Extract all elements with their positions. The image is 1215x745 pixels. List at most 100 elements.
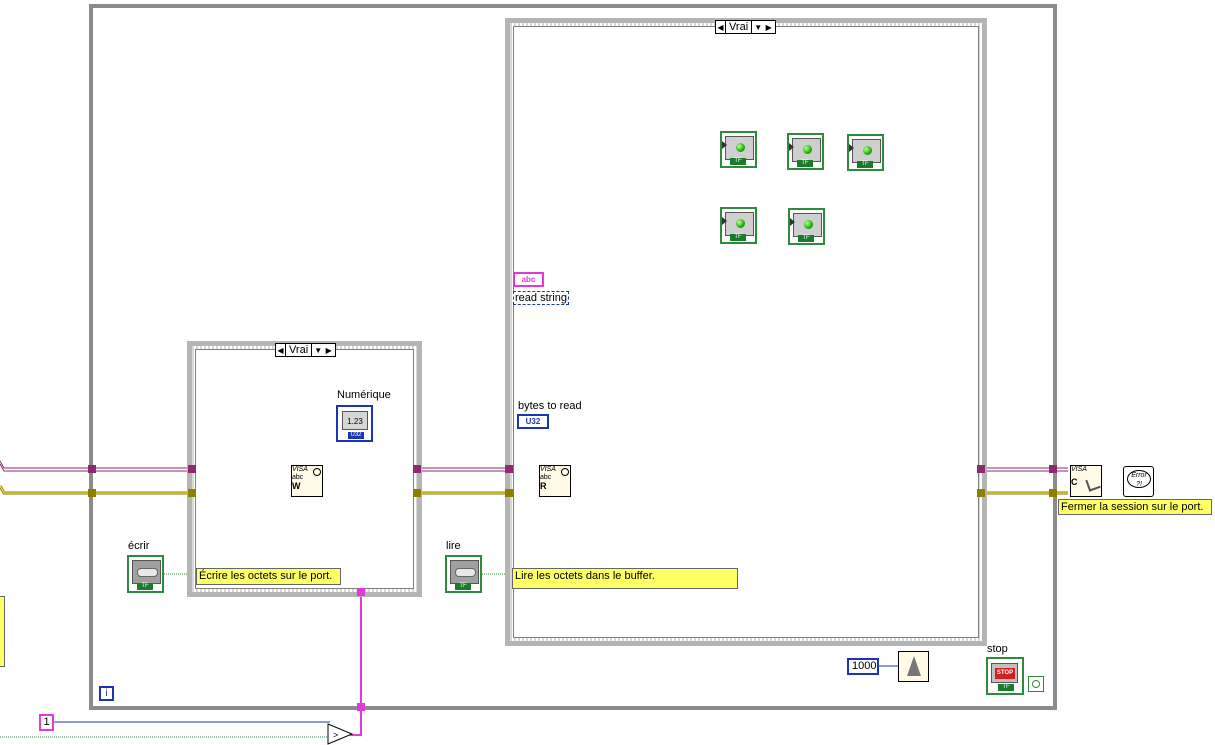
tunnel-error: [413, 489, 421, 497]
metronome-icon: [907, 656, 921, 676]
tf-badge: TF: [455, 583, 471, 590]
terminal-arrow-icon: [849, 144, 854, 152]
comment-close: Fermer la session sur le port.: [1058, 499, 1212, 515]
read-letter: R: [540, 481, 547, 491]
prev-case-icon[interactable]: ◀: [717, 22, 724, 32]
wait-ms-node[interactable]: [898, 651, 929, 682]
case-selector-value: Vrai: [285, 344, 313, 356]
compare-node[interactable]: >: [327, 723, 354, 745]
switch-face: [450, 560, 479, 584]
tf-badge: TF: [798, 235, 814, 242]
terminal-arrow-icon: [789, 143, 794, 151]
visa-close-node[interactable]: VISA C: [1070, 465, 1102, 497]
stop-button[interactable]: STOP TF: [986, 657, 1024, 695]
led-indicator-4[interactable]: TF: [720, 207, 757, 244]
prev-case-icon[interactable]: ◀: [277, 345, 284, 355]
numeric-display: 1.23: [342, 411, 368, 430]
u32-badge-text: U32: [350, 432, 362, 438]
chevron-down-icon[interactable]: ▼: [314, 345, 323, 355]
u32-badge: U32: [348, 432, 364, 439]
led-face: [852, 139, 881, 163]
comment-write: Écrire les octets sur le port.: [196, 568, 341, 585]
comment-read: Lire les octets dans le buffer.: [512, 568, 738, 589]
case-selector-value: Vrai: [725, 21, 753, 33]
visa-label: VISA: [540, 466, 556, 473]
iteration-terminal: i: [99, 686, 114, 701]
stop-sign-icon: STOP: [995, 668, 1015, 679]
numerique-label: Numérique: [337, 389, 391, 401]
lire-switch[interactable]: TF: [445, 555, 482, 593]
string-wire-loop: [350, 707, 362, 736]
tunnel-visa: [413, 465, 421, 473]
led-light-icon: [736, 143, 745, 152]
tf-badge: TF: [730, 158, 746, 165]
led-indicator-1[interactable]: TF: [720, 131, 757, 168]
lire-label: lire: [446, 540, 461, 552]
bytes-to-read-label: bytes to read: [518, 400, 582, 412]
tunnel-error: [977, 489, 985, 497]
ecrir-label: écrir: [128, 540, 150, 552]
stop-label: stop: [987, 643, 1008, 655]
error-bubble-icon: Error?!: [1127, 470, 1151, 488]
stop-text: STOP: [996, 670, 1014, 676]
tunnel-visa: [88, 465, 96, 473]
clock-icon: [313, 468, 321, 476]
switch-face: [132, 560, 161, 584]
led-light-icon: [736, 219, 745, 228]
loop-condition-icon: [1032, 680, 1040, 688]
case-selector-read[interactable]: ◀ Vrai ▼ ▶: [715, 20, 776, 34]
tunnel-error: [505, 489, 513, 497]
numeric-indicator[interactable]: 1.23 U32: [336, 405, 373, 442]
svg-text:>: >: [333, 730, 338, 740]
case-structure-read[interactable]: [505, 18, 987, 646]
tunnel-error: [1049, 489, 1057, 497]
error-handler-node[interactable]: Error?!: [1123, 466, 1154, 497]
wait-ms-constant[interactable]: 1000: [847, 658, 879, 675]
tf-badge: TF: [857, 161, 873, 168]
tunnel-visa: [505, 465, 513, 473]
tf-badge: TF: [137, 583, 153, 590]
tf-badge: TF: [730, 234, 746, 241]
tf-badge: TF: [998, 684, 1014, 691]
case-read-body: [513, 26, 979, 638]
tunnel-error: [88, 489, 96, 497]
tunnel-string: [357, 588, 365, 596]
constant-one[interactable]: 1: [39, 714, 54, 731]
case-selector-write[interactable]: ◀ Vrai ▼ ▶: [275, 343, 336, 357]
while-loop-frame[interactable]: [89, 4, 1057, 710]
led-light-icon: [863, 146, 872, 155]
clock-icon: [561, 468, 569, 476]
led-face: [725, 212, 754, 236]
tunnel-string: [357, 703, 365, 711]
tunnel-error: [188, 489, 196, 497]
terminal-arrow-icon: [722, 217, 727, 225]
next-case-icon[interactable]: ▶: [325, 345, 332, 355]
tunnel-visa: [188, 465, 196, 473]
led-face: [725, 136, 754, 160]
led-indicator-5[interactable]: TF: [788, 208, 825, 245]
toggle-icon: [455, 568, 476, 577]
visa-read-node[interactable]: VISA abc R: [539, 465, 571, 497]
led-indicator-3[interactable]: TF: [847, 134, 884, 171]
chevron-down-icon[interactable]: ▼: [754, 22, 763, 32]
write-letter: W: [292, 481, 301, 491]
stop-face: STOP: [991, 663, 1018, 683]
terminal-arrow-icon: [722, 141, 727, 149]
visa-label: VISA: [292, 466, 308, 473]
u32-type-label: U32: [525, 417, 541, 426]
visa-write-node[interactable]: VISA abc W: [291, 465, 323, 497]
tunnel-visa: [1049, 465, 1057, 473]
abc-type-label: abc: [521, 275, 536, 284]
constant-one-value: 1: [43, 716, 50, 728]
tf-badge: TF: [797, 160, 813, 167]
loop-condition-terminal[interactable]: [1028, 676, 1044, 692]
bytes-to-read-control[interactable]: U32: [517, 414, 549, 429]
led-face: [793, 213, 822, 237]
ecrir-switch[interactable]: TF: [127, 555, 164, 593]
led-light-icon: [803, 145, 812, 154]
led-indicator-2[interactable]: TF: [787, 133, 824, 170]
next-case-icon[interactable]: ▶: [765, 22, 772, 32]
iteration-label: i: [105, 688, 108, 699]
read-string-indicator[interactable]: abc: [513, 272, 544, 287]
error-text: Error: [1131, 472, 1147, 479]
